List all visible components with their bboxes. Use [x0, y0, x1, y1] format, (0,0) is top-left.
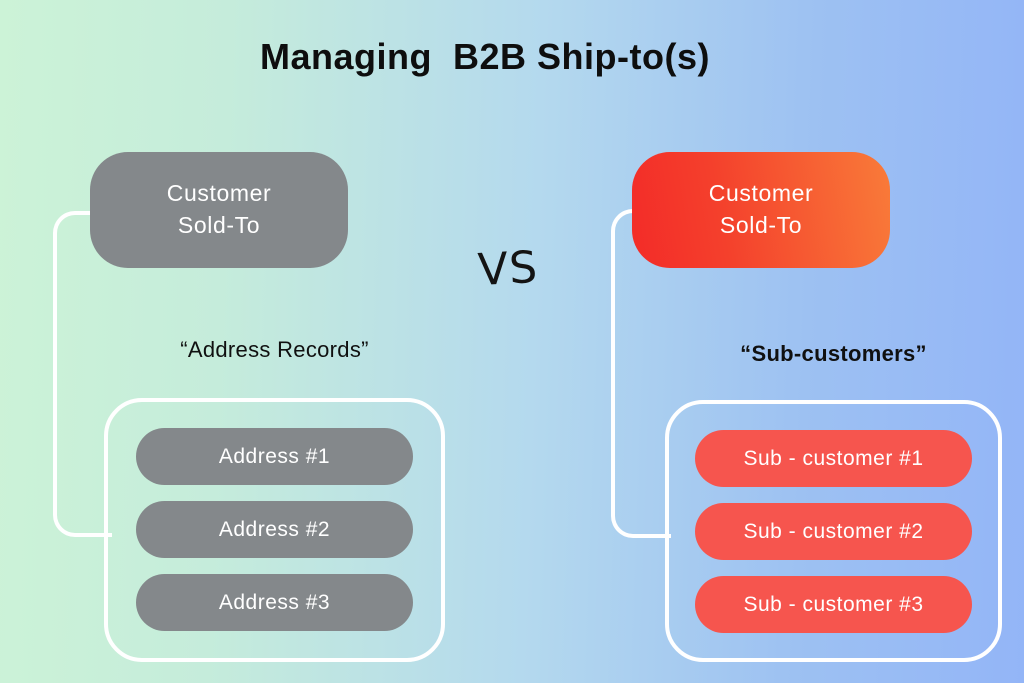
- right-soldto-line1: Customer: [708, 180, 814, 207]
- sub-customer-pill: Sub - customer #3: [695, 576, 972, 633]
- address-records-group: Address #1 Address #2 Address #3: [104, 398, 445, 662]
- address-pill: Address #3: [136, 574, 413, 631]
- sub-customer-pill: Sub - customer #2: [695, 503, 972, 560]
- address-pill: Address #2: [136, 501, 413, 558]
- right-soldto-line2: Sold-To: [719, 212, 803, 238]
- left-caption: “Address Records”: [180, 337, 369, 362]
- page-title: Managing B2B Ship-to(s): [260, 36, 710, 77]
- left-connector-line: [53, 211, 112, 537]
- left-customer-soldto-box: Customer Sold-To: [90, 152, 348, 268]
- address-pill: Address #1: [136, 428, 413, 485]
- left-soldto-line1: Customer: [166, 180, 272, 207]
- sub-customers-group: Sub - customer #1 Sub - customer #2 Sub …: [665, 400, 1002, 662]
- right-caption: “Sub-customers”: [740, 341, 927, 366]
- vs-label: VS: [476, 241, 540, 297]
- sub-customer-pill: Sub - customer #1: [695, 430, 972, 487]
- right-customer-soldto-box: Customer Sold-To: [632, 152, 890, 268]
- left-soldto-line2: Sold-To: [177, 212, 261, 238]
